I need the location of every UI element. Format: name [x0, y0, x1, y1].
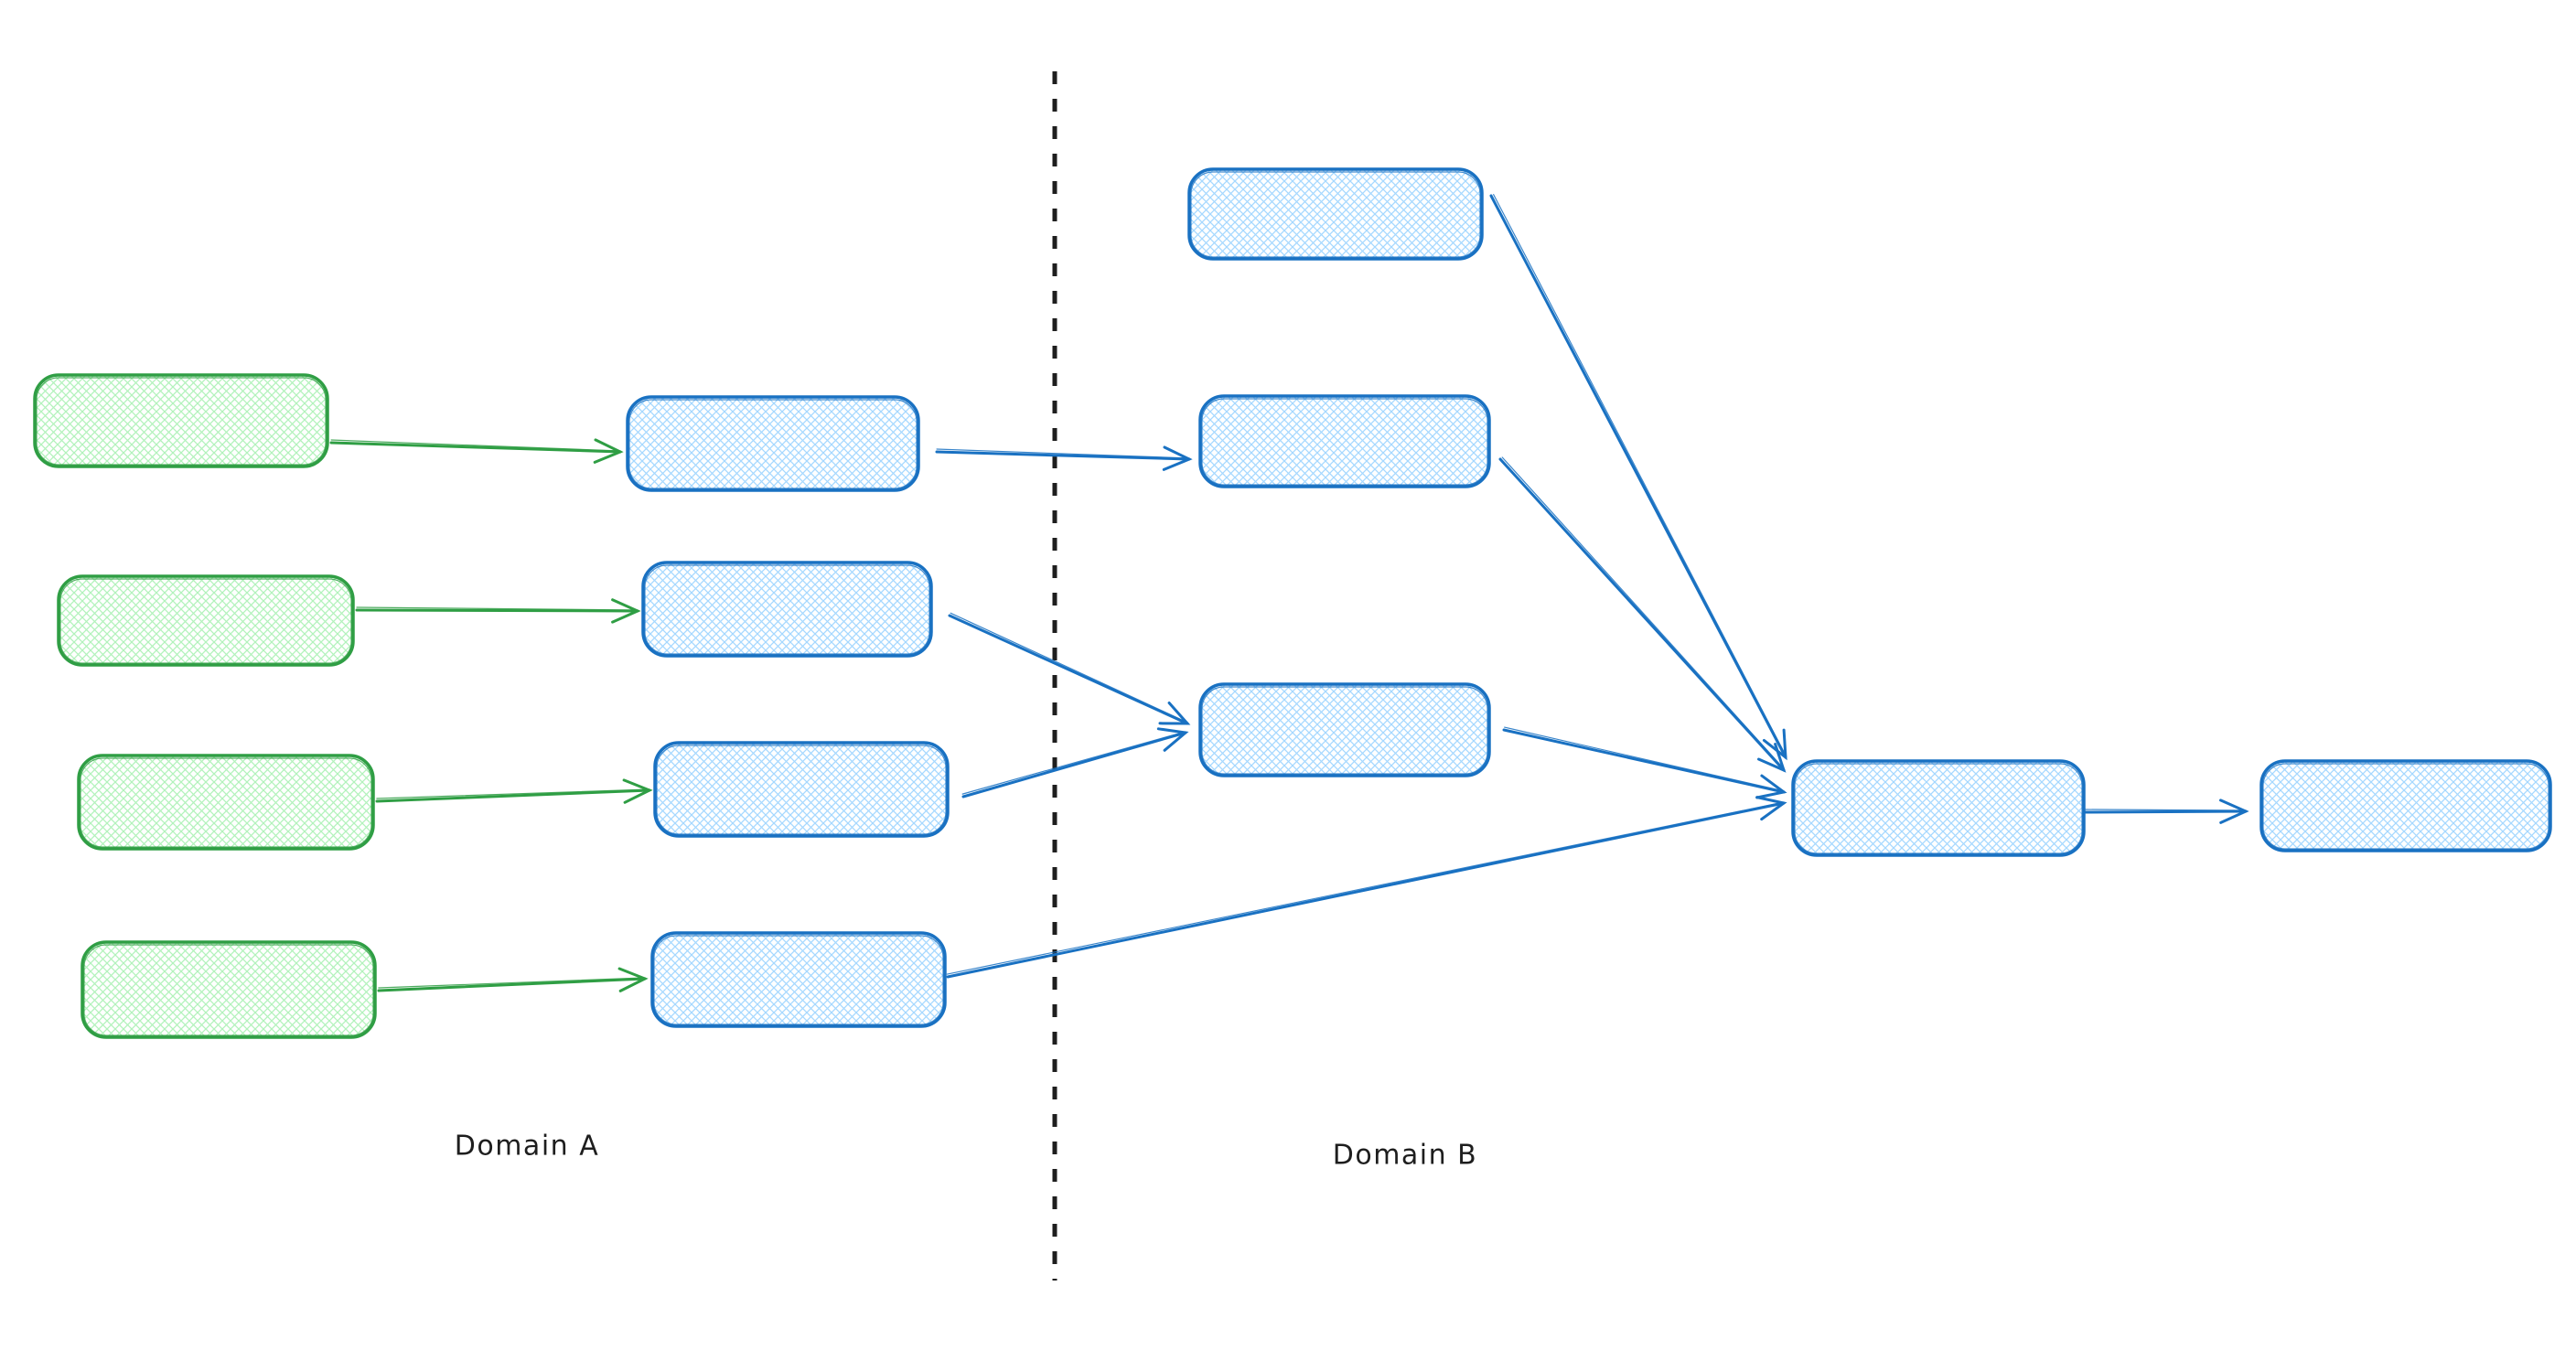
edge-b-input3-to-merge [1502, 726, 1787, 799]
edge-merge-to-output [2084, 799, 2249, 824]
node-domain-b-input-1 [1187, 167, 1484, 261]
edge-a-stage2-to-b-input3 [948, 612, 1191, 725]
edge-a-stage4-to-b-merge [946, 796, 1787, 979]
node-domain-b-output [2259, 759, 2552, 852]
node-domain-a-stage-2 [641, 561, 933, 658]
edge-a-stage1-to-b-input2 [935, 445, 1193, 471]
node-domain-a-source-3 [77, 754, 375, 851]
node-domain-b-merge [1791, 759, 2086, 857]
node-domain-a-source-4 [80, 940, 377, 1039]
node-domain-b-input-3 [1198, 682, 1491, 777]
edge-a-source1-to-stage1 [329, 438, 624, 464]
node-domain-a-stage-1 [626, 395, 920, 492]
edge-b-input2-to-merge [1498, 456, 1787, 773]
domain-a-label: Domain A [454, 1130, 600, 1163]
domain-b-label: Domain B [1332, 1139, 1478, 1172]
edge-a-source2-to-stage2 [355, 598, 641, 624]
node-domain-a-stage-4 [650, 931, 947, 1028]
node-domain-b-input-2 [1198, 394, 1491, 488]
node-domain-a-stage-3 [653, 741, 950, 838]
edge-a-source3-to-stage3 [375, 778, 653, 804]
edge-a-source4-to-stage4 [377, 967, 649, 992]
node-domain-a-source-1 [33, 373, 329, 468]
edge-b-input1-to-merge [1489, 194, 1787, 761]
edge-a-stage3-to-b-input3 [961, 727, 1189, 799]
node-domain-a-source-2 [57, 574, 355, 667]
